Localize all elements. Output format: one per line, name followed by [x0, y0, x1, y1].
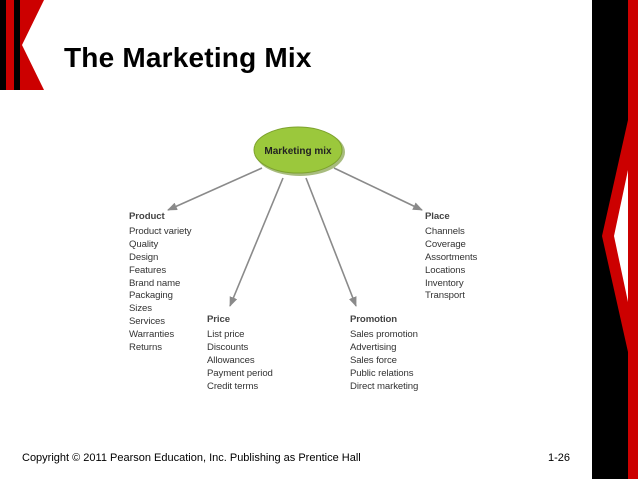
- list-item: List price: [207, 328, 245, 340]
- list-item: Product variety: [129, 225, 192, 237]
- group-price: Price List price Discounts Allowances Pa…: [207, 314, 273, 393]
- list-item: Payment period: [207, 367, 273, 379]
- group-product: Product Product variety Quality Design F…: [129, 211, 192, 355]
- hub-node: Marketing mix: [253, 126, 345, 176]
- list-item: Brand name: [129, 277, 181, 289]
- group-promotion: Promotion Sales promotion Advertising Sa…: [350, 314, 418, 393]
- list-item: Advertising: [350, 341, 397, 353]
- list-item: Returns: [129, 342, 162, 354]
- list-item: Quality: [129, 238, 159, 250]
- list-item: Direct marketing: [350, 380, 419, 392]
- slide-title: The Marketing Mix: [64, 42, 312, 73]
- connector-place: [333, 167, 423, 211]
- list-item: Public relations: [350, 367, 414, 379]
- group-items: Sales promotion Advertising Sales force …: [350, 329, 418, 394]
- list-item: Credit terms: [207, 380, 259, 392]
- group-heading: Product: [129, 211, 165, 222]
- list-item: Discounts: [207, 341, 249, 353]
- list-item: Warranties: [129, 329, 175, 341]
- list-item: Sales force: [350, 354, 397, 366]
- group-items: List price Discounts Allowances Payment …: [207, 329, 273, 394]
- list-item: Coverage: [425, 238, 466, 250]
- publisher-logo: [0, 0, 44, 90]
- group-heading: Price: [207, 314, 230, 325]
- list-item: Allowances: [207, 354, 255, 366]
- list-item: Packaging: [129, 290, 173, 302]
- list-item: Transport: [425, 290, 465, 302]
- group-heading: Place: [425, 211, 450, 222]
- copyright-notice: Copyright © 2011 Pearson Education, Inc.…: [22, 452, 361, 464]
- connector-promotion: [305, 177, 357, 307]
- list-item: Services: [129, 316, 165, 328]
- page-number: 1-26: [548, 452, 571, 464]
- list-item: Inventory: [425, 277, 464, 289]
- group-items: Channels Coverage Assortments Locations …: [425, 226, 477, 303]
- list-item: Features: [129, 264, 167, 276]
- group-place: Place Channels Coverage Assortments Loca…: [425, 211, 477, 303]
- connector-product: [167, 167, 263, 211]
- right-edge-decoration: [592, 0, 638, 479]
- list-item: Sales promotion: [350, 328, 418, 340]
- list-item: Sizes: [129, 303, 152, 315]
- group-heading: Promotion: [350, 314, 398, 325]
- hub-label: Marketing mix: [264, 146, 332, 157]
- list-item: Design: [129, 251, 159, 263]
- list-item: Assortments: [425, 251, 478, 263]
- connector-price: [229, 177, 284, 307]
- list-item: Channels: [425, 225, 465, 237]
- list-item: Locations: [425, 264, 466, 276]
- group-items: Product variety Quality Design Features …: [129, 226, 192, 355]
